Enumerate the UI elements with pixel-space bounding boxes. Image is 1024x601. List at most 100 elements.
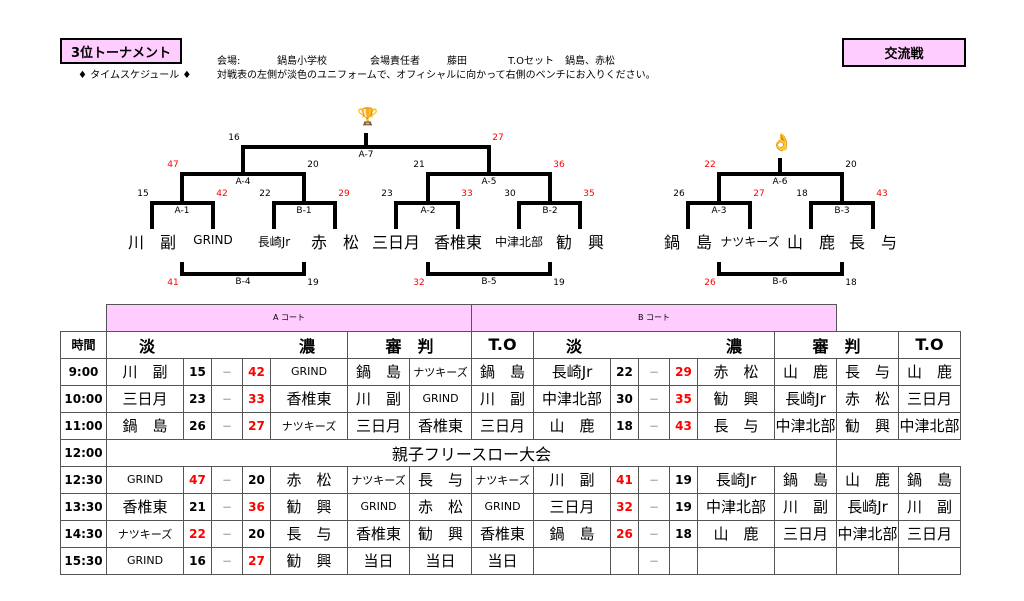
team-dark: 勧 興	[270, 546, 348, 575]
score-left: 26	[673, 189, 685, 199]
referee-1: 山 鹿	[774, 357, 837, 386]
match-id: A-5	[481, 177, 497, 187]
referee-1: ナツキーズ	[347, 465, 410, 494]
score-dark: 19	[669, 465, 698, 494]
score-light: 47	[183, 465, 212, 494]
match-id: B-4	[235, 277, 251, 287]
table-official: 三日月	[471, 411, 534, 440]
team-dark: ナツキーズ	[270, 411, 348, 440]
table-official: 三日月	[898, 384, 961, 413]
score-dark	[669, 546, 698, 575]
header-light-dark: 淡濃	[533, 330, 775, 359]
referee-1: 当日	[347, 546, 410, 575]
score-dash: －	[211, 519, 243, 548]
score-light: 15	[183, 357, 212, 386]
match-id: B-3	[834, 206, 850, 216]
time-cell: 13:30	[60, 492, 107, 521]
venue: 鍋島小学校	[277, 56, 327, 67]
table-official	[898, 546, 961, 575]
blank-cell	[60, 304, 107, 332]
manager-label: 会場責任者	[370, 56, 420, 67]
team-light: GRIND	[106, 465, 184, 494]
score-right: 43	[876, 189, 888, 199]
team-name: 三日月	[371, 233, 421, 252]
header-referee: 審 判	[774, 330, 899, 359]
score-dash: －	[638, 546, 670, 575]
score-light: 23	[183, 384, 212, 413]
referee-2: 長 与	[836, 357, 899, 386]
team-dark: 山 鹿	[697, 519, 775, 548]
team-light: 三日月	[106, 384, 184, 413]
score-dash: －	[211, 465, 243, 494]
referee-1: 三日月	[347, 411, 410, 440]
header-cell-wrap: 淡濃	[534, 333, 774, 357]
referee-2: 中津北部	[836, 519, 899, 548]
score-light: 18	[610, 411, 639, 440]
trophy-icon: 🏆	[357, 107, 379, 127]
match-id: A-3	[711, 206, 727, 216]
score-light: 32	[610, 492, 639, 521]
team-dark: 勧 興	[697, 384, 775, 413]
score-dark: 18	[669, 519, 698, 548]
team-light: GRIND	[106, 546, 184, 575]
score-right: 29	[338, 189, 350, 199]
score-right: 27	[492, 133, 504, 143]
score-right: 42	[216, 189, 228, 199]
referee-2: 赤 松	[836, 384, 899, 413]
table-official: 山 鹿	[898, 357, 961, 386]
score-right: 19	[307, 278, 319, 288]
table-official: 鍋 島	[898, 465, 961, 494]
time-cell: 15:30	[60, 546, 107, 575]
team-name: 中津北部	[494, 235, 544, 249]
score-right: 33	[461, 189, 473, 199]
table-official: 当日	[471, 546, 534, 575]
table-official: 鍋 島	[471, 357, 534, 386]
referee-1: 鍋 島	[774, 465, 837, 494]
referee-2: 赤 松	[409, 492, 472, 521]
time-cell: 12:00	[60, 438, 107, 467]
referee-2: 香椎東	[409, 411, 472, 440]
uniform-note: 対戦表の左側が淡色のユニフォームで、オフィシャルに向かって右側のベンチにお入りく…	[217, 70, 656, 81]
referee-1: 鍋 島	[347, 357, 410, 386]
referee-1: GRIND	[347, 492, 410, 521]
bracket-lines	[150, 133, 875, 276]
match-id: B-5	[481, 277, 497, 287]
team-dark: 勧 興	[270, 492, 348, 521]
referee-2	[836, 546, 899, 575]
team-light: ナツキーズ	[106, 519, 184, 548]
referee-1: 中津北部	[774, 411, 837, 440]
team-light: 川 副	[106, 357, 184, 386]
event-banner: 親子フリースロー大会	[106, 438, 837, 467]
team-dark: 赤 松	[270, 465, 348, 494]
score-dash: －	[211, 357, 243, 386]
score-light: 16	[183, 546, 212, 575]
match-id: A-2	[420, 206, 436, 216]
match-id: A-4	[235, 177, 251, 187]
referee-2: 長崎Jr	[836, 492, 899, 521]
score-right: 19	[553, 278, 565, 288]
match-id: A-1	[174, 206, 190, 216]
referee-2: 長 与	[409, 465, 472, 494]
score-light: 30	[610, 384, 639, 413]
team-light: 三日月	[533, 492, 611, 521]
score-right: 20	[845, 160, 857, 170]
time-cell: 12:30	[60, 465, 107, 494]
header-to: T.O	[898, 330, 961, 359]
team-name: 川 副	[127, 233, 177, 252]
team-light: 鍋 島	[106, 411, 184, 440]
table-official: 中津北部	[898, 411, 961, 440]
score-right: 20	[307, 160, 319, 170]
score-dash: －	[211, 546, 243, 575]
team-name: 赤 松	[310, 233, 360, 252]
venue-label: 会場:	[217, 56, 241, 67]
team-light: 中津北部	[533, 384, 611, 413]
score-left: 16	[228, 133, 240, 143]
